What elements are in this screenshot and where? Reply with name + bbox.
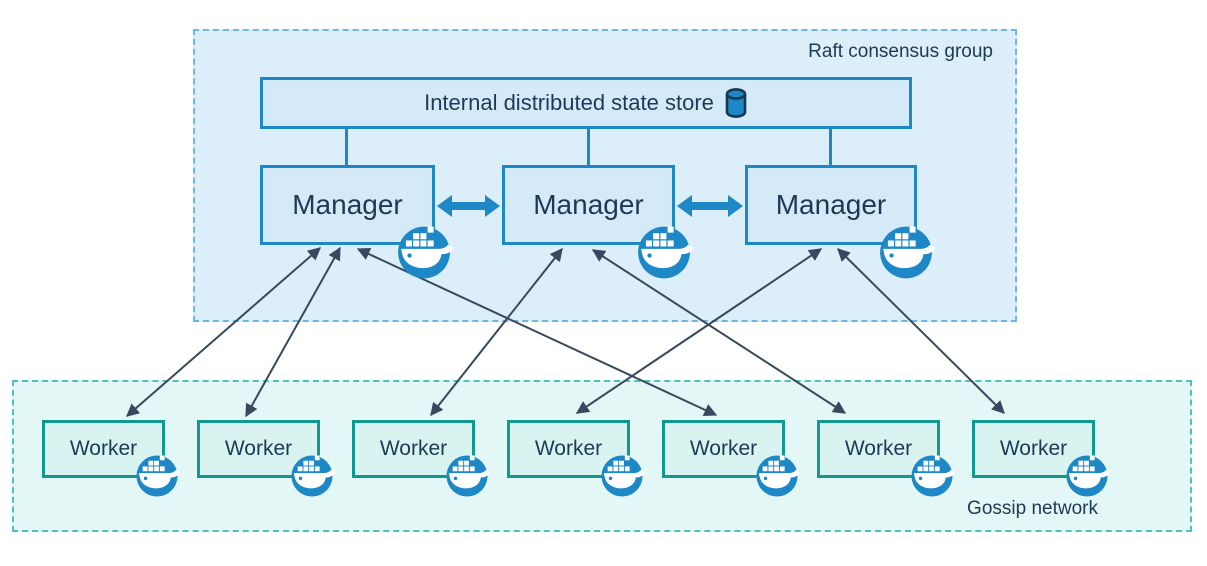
manager-box: Manager — [502, 165, 675, 245]
worker-label: Worker — [224, 437, 293, 460]
docker-whale-icon — [911, 455, 955, 497]
worker-label: Worker — [999, 437, 1068, 460]
manager-label: Manager — [533, 189, 644, 220]
worker-box: Worker — [662, 420, 785, 478]
docker-whale-icon — [880, 226, 935, 279]
worker-box: Worker — [352, 420, 475, 478]
docker-whale-icon — [756, 455, 800, 497]
gossip-network-label: Gossip network — [967, 498, 1098, 519]
docker-whale-icon — [136, 455, 180, 497]
worker-label: Worker — [534, 437, 603, 460]
database-cylinder-icon — [725, 87, 747, 118]
docker-whale-icon — [601, 455, 645, 497]
store-manager-connector — [587, 129, 590, 166]
worker-label: Worker — [844, 437, 913, 460]
manager-label: Manager — [292, 189, 403, 220]
docker-whale-icon — [398, 226, 453, 279]
worker-label: Worker — [379, 437, 448, 460]
store-manager-connector — [345, 129, 348, 166]
store-manager-connector — [829, 129, 832, 166]
docker-whale-icon — [638, 226, 693, 279]
manager-box: Manager — [745, 165, 917, 245]
state-store-label: Internal distributed state store — [424, 90, 714, 115]
state-store-box: Internal distributed state store — [260, 77, 912, 129]
worker-label: Worker — [689, 437, 758, 460]
docker-whale-icon — [291, 455, 335, 497]
worker-label: Worker — [69, 437, 138, 460]
docker-whale-icon — [446, 455, 490, 497]
raft-group-label: Raft consensus group — [808, 41, 993, 62]
manager-label: Manager — [775, 189, 887, 220]
docker-whale-icon — [1066, 455, 1110, 497]
manager-box: Manager — [260, 165, 435, 245]
